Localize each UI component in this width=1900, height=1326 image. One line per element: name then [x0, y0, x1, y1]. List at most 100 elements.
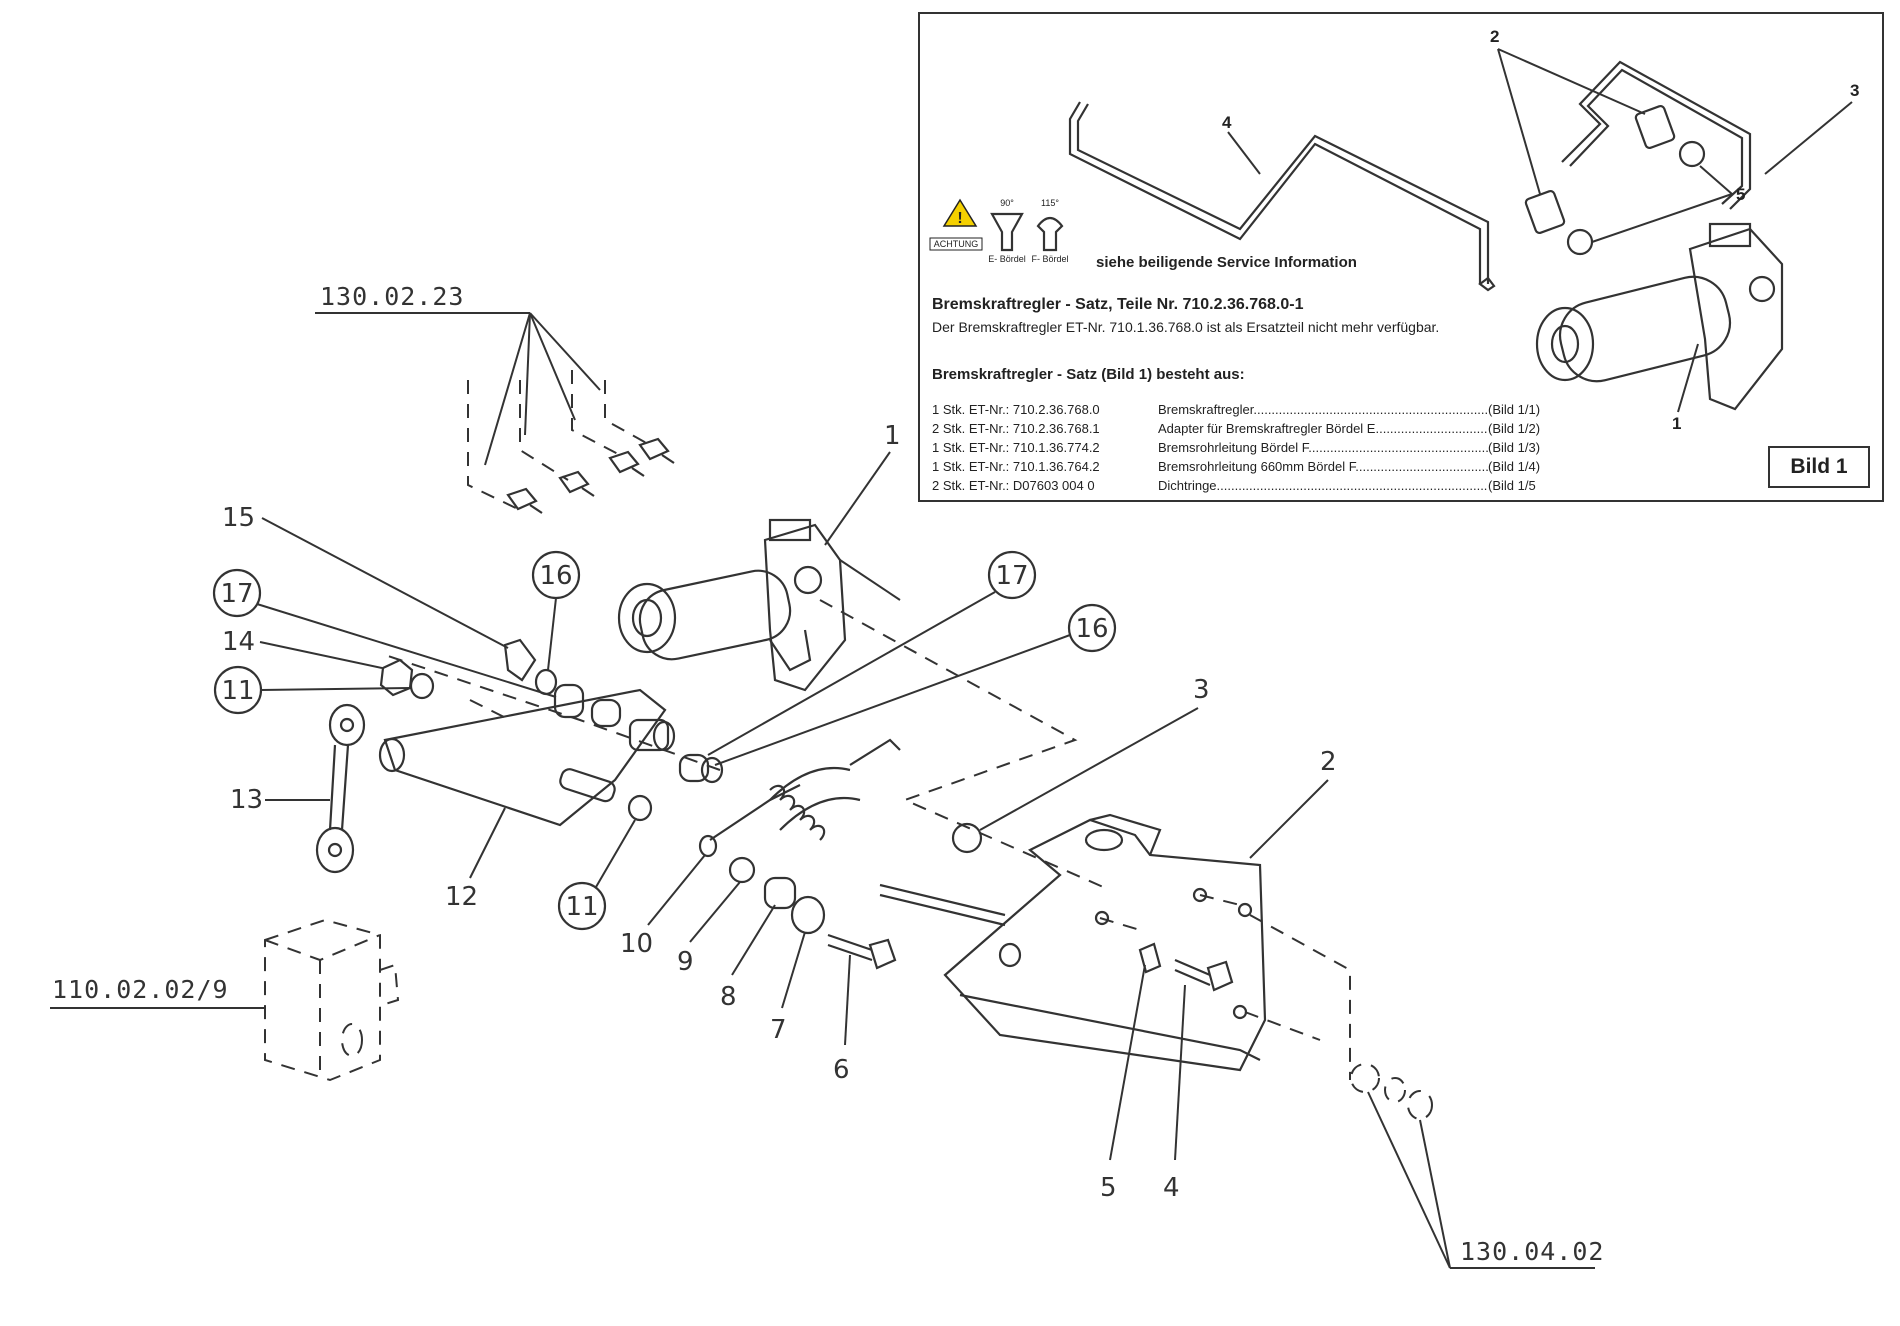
callout-17-left: 17 [220, 579, 253, 609]
callout-14: 14 [222, 627, 255, 657]
bolt-part-6 [827, 933, 873, 962]
link-rod-part-13 [315, 703, 366, 874]
part-ref: (Bild 1/4) [1488, 459, 1541, 474]
part-desc: Bremskraftregler [1158, 402, 1254, 417]
part-desc: Bremsrohrleitung Bördel F [1158, 440, 1309, 455]
bushing-part-9 [728, 856, 756, 884]
part-ref: (Bild 1/5 [1488, 478, 1536, 493]
list-item: 1 Stk. ET-Nr.: 710.1.36.764.2 Bremsrohrl… [932, 457, 1558, 476]
washer-part-11-top [409, 672, 435, 700]
inset-label-4: 4 [1222, 113, 1232, 132]
svg-text:!: ! [957, 210, 962, 227]
kit-info-panel: 4 3 2 5 1 ! [918, 12, 1884, 502]
clip-part-15 [503, 638, 537, 682]
callout-6: 6 [833, 1055, 850, 1085]
ref-label-110-02-02-9: 110.02.02/9 [52, 975, 229, 1004]
mounting-bracket-part-2 [879, 813, 1267, 1072]
bracket-dashed-lines [1099, 894, 1351, 1080]
figure-label-bild-1: Bild 1 [1768, 446, 1870, 488]
washer-part-5 [1138, 942, 1162, 974]
callout-11-bottom: 11 [565, 892, 598, 922]
kit-illustration: 4 3 2 5 1 ! [929, 27, 1859, 433]
spacer-part-8 [763, 876, 797, 910]
part-ref: (Bild 1/3) [1488, 440, 1541, 455]
angle-f: 115° [1041, 198, 1059, 208]
part-desc: Bremsrohrleitung 660mm Bördel F [1158, 459, 1356, 474]
part-qty: 1 Stk. ET-Nr.: 710.1.36.774.2 [932, 440, 1100, 455]
brake-pipe-part-3 [1561, 60, 1752, 210]
ref-label-130-04-02: 130.04.02 [1460, 1237, 1604, 1266]
inset-label-1: 1 [1672, 414, 1681, 433]
callouts: 1 2 3 4 5 6 7 8 9 10 12 13 14 15 [222, 421, 1337, 1203]
warning-badge: ACHTUNG [934, 239, 979, 249]
inset-label-5: 5 [1736, 185, 1745, 204]
inset-label-3: 3 [1850, 81, 1859, 100]
list-item: 2 Stk. ET-Nr.: D07603 004 0 Dichtringe (… [932, 476, 1558, 495]
ref-130-04-02-group: 130.04.02 [1367, 1091, 1604, 1269]
nut-part-14 [379, 658, 414, 697]
callout-3: 3 [1193, 675, 1210, 705]
part-qty: 2 Stk. ET-Nr.: D07603 004 0 [932, 478, 1095, 493]
part-desc: Adapter für Bremskraftregler Bördel E [1158, 421, 1376, 436]
lever-part-12 [378, 688, 676, 827]
seal-part-5-a [1678, 140, 1706, 168]
callout-9: 9 [677, 947, 694, 977]
washer-part-16-right [700, 756, 724, 784]
kit-consists-heading: Bremskraftregler - Satz (Bild 1) besteht… [932, 366, 1245, 383]
inset-label-2: 2 [1490, 27, 1499, 46]
list-item: 1 Stk. ET-Nr.: 710.1.36.774.2 Bremsrohrl… [932, 438, 1558, 457]
flare-f-icon [1036, 216, 1064, 252]
callout-16-right: 16 [1075, 614, 1108, 644]
brake-force-regulator-part-1-inset [1535, 222, 1784, 411]
service-information-text: siehe beiligende Service Information [1096, 254, 1357, 271]
part-qty: 1 Stk. ET-Nr.: 710.2.36.768.0 [932, 402, 1100, 417]
callout-10: 10 [620, 929, 653, 959]
hardware-parts [379, 638, 1433, 1120]
ref-130-02-23-group: 130.02.23 [315, 282, 675, 514]
callout-2: 2 [1320, 747, 1337, 777]
warning-pictogram: ! ACHTUNG 90° E- Bördel 115° F- Bördel [929, 198, 1069, 264]
warning-triangle-icon [942, 198, 978, 227]
kit-note: Der Bremskraftregler ET-Nr. 710.1.36.768… [932, 319, 1440, 335]
label-flare-e: E- Bördel [988, 254, 1026, 264]
callout-17-right: 17 [995, 561, 1028, 591]
assembly-dashed-line-1 [819, 599, 1111, 891]
part-desc: Dichtringe [1158, 478, 1217, 493]
brake-pipe-part-4 [1068, 101, 1482, 284]
bolt-part-4 [1174, 958, 1211, 987]
part-ref: (Bild 1/1) [1488, 402, 1541, 417]
ref-label-130-02-23: 130.02.23 [320, 282, 464, 311]
list-item: 1 Stk. ET-Nr.: 710.2.36.768.0 Bremskraft… [932, 400, 1558, 419]
list-item: 2 Stk. ET-Nr.: 710.2.36.768.1 Adapter fü… [932, 419, 1558, 438]
part-qty: 1 Stk. ET-Nr.: 710.1.36.764.2 [932, 459, 1100, 474]
washer-part-16-left [534, 668, 558, 696]
callout-8: 8 [720, 982, 737, 1012]
part-ref: (Bild 1/2) [1488, 421, 1541, 436]
callout-5: 5 [1100, 1173, 1117, 1203]
part-qty: 2 Stk. ET-Nr.: 710.2.36.768.1 [932, 421, 1100, 436]
washer-part-7 [790, 895, 826, 935]
callout-11-left: 11 [221, 676, 254, 706]
bushing-part-17-right [678, 753, 710, 783]
ref-110-02-02-9-group: 110.02.02/9 [50, 918, 400, 1082]
angle-e: 90° [1000, 198, 1014, 208]
label-flare-f: F- Bördel [1031, 254, 1068, 264]
washer-part-11-bottom [627, 794, 653, 822]
spring-part-10 [698, 738, 901, 858]
callout-1: 1 [884, 421, 901, 451]
adapter-part-2-b [1524, 189, 1566, 235]
callout-13: 13 [230, 785, 263, 815]
brake-force-regulator-part-1 [617, 518, 901, 692]
bushing-part-17-left [553, 683, 585, 719]
circled-callouts: 16 16 17 17 11 11 [212, 550, 1117, 931]
bushing-part-3 [951, 822, 983, 854]
callout-15: 15 [222, 503, 255, 533]
kit-title: Bremskraftregler - Satz, Teile Nr. 710.2… [932, 296, 1304, 313]
adapter-part-2-a [1634, 104, 1676, 150]
seal-part-5-b [1566, 228, 1594, 256]
callout-16-top: 16 [539, 561, 572, 591]
flare-e-icon [990, 212, 1024, 252]
callout-7: 7 [770, 1015, 787, 1045]
callout-12: 12 [445, 882, 478, 912]
